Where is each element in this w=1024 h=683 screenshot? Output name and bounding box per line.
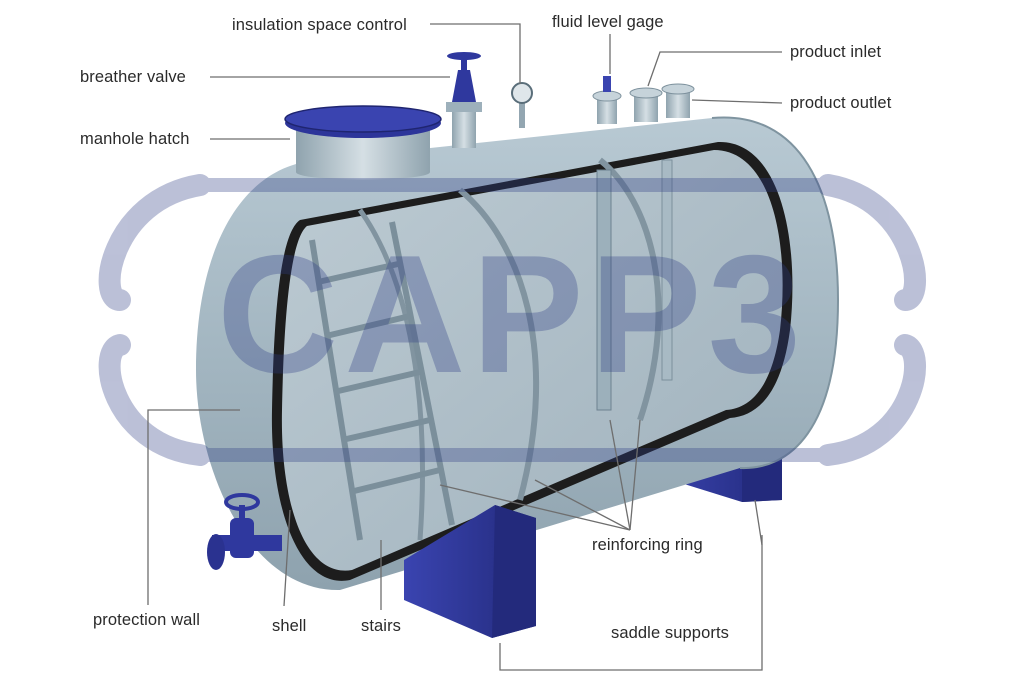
label-manhole-hatch: manhole hatch	[80, 130, 190, 148]
stairs	[309, 221, 455, 541]
label-insulation-space-control: insulation space control	[232, 16, 407, 34]
label-shell: shell	[272, 617, 307, 635]
label-saddle-supports: saddle supports	[611, 624, 729, 642]
saddle-support-front	[404, 505, 536, 638]
leader-lines	[147, 23, 783, 671]
manhole-hatch	[284, 105, 442, 180]
label-fluid-level-gage: fluid level gage	[552, 13, 664, 31]
breather-valve	[446, 52, 482, 148]
label-stairs: stairs	[361, 617, 402, 635]
tank-cutaway	[271, 141, 793, 581]
label-protection-wall: protection wall	[93, 611, 200, 629]
watermark: CAPP3	[98, 174, 926, 466]
label-breather-valve: breather valve	[80, 68, 186, 86]
watermark-text: CAPP3	[217, 220, 807, 408]
label-reinforcing-ring: reinforcing ring	[592, 536, 703, 554]
pressure-gauge	[511, 82, 533, 128]
nozzles	[592, 76, 695, 124]
drain-valve	[207, 493, 282, 570]
label-product-outlet: product outlet	[790, 94, 892, 112]
label-product-inlet: product inlet	[790, 43, 882, 61]
